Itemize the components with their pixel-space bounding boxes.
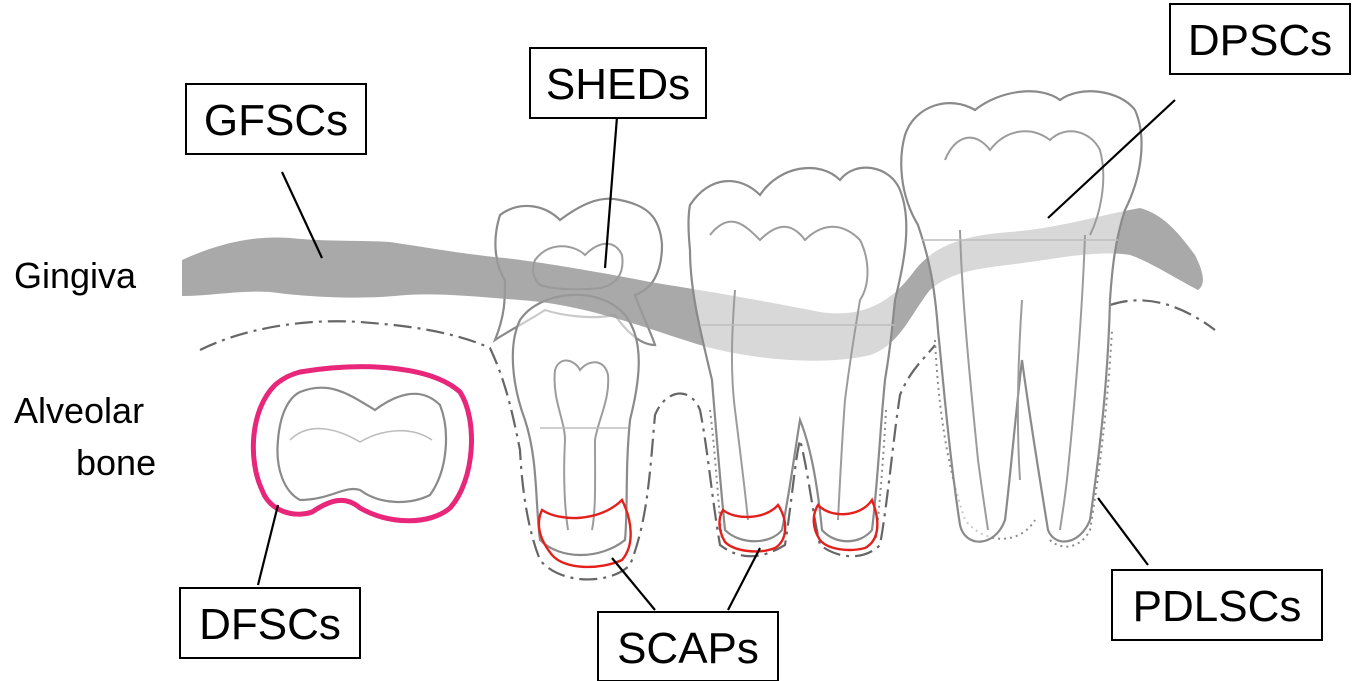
leader-scaps-premolar <box>612 558 655 610</box>
alveolar-bone-label-line1: Alveolar <box>14 390 144 431</box>
leader-dfscs <box>258 505 278 585</box>
premolar-tooth <box>513 295 639 555</box>
sheds-label: SHEDs <box>546 60 690 109</box>
gfscs-label: GFSCs <box>204 96 348 145</box>
scaps-label: SCAPs <box>617 624 759 673</box>
gingiva-label: Gingiva <box>14 255 137 296</box>
alveolar-bone-label-line2: bone <box>76 442 156 483</box>
dfscs-label: DFSCs <box>199 600 341 649</box>
leader-scaps-molar <box>728 548 760 610</box>
alveolar-bone-outline-right <box>1110 300 1215 330</box>
pdlscs-label: PDLSCs <box>1133 582 1302 631</box>
dpscs-label: DPSCs <box>1188 16 1332 65</box>
leader-pdlscs <box>1098 498 1148 565</box>
tooth-bud-crown <box>277 388 446 502</box>
